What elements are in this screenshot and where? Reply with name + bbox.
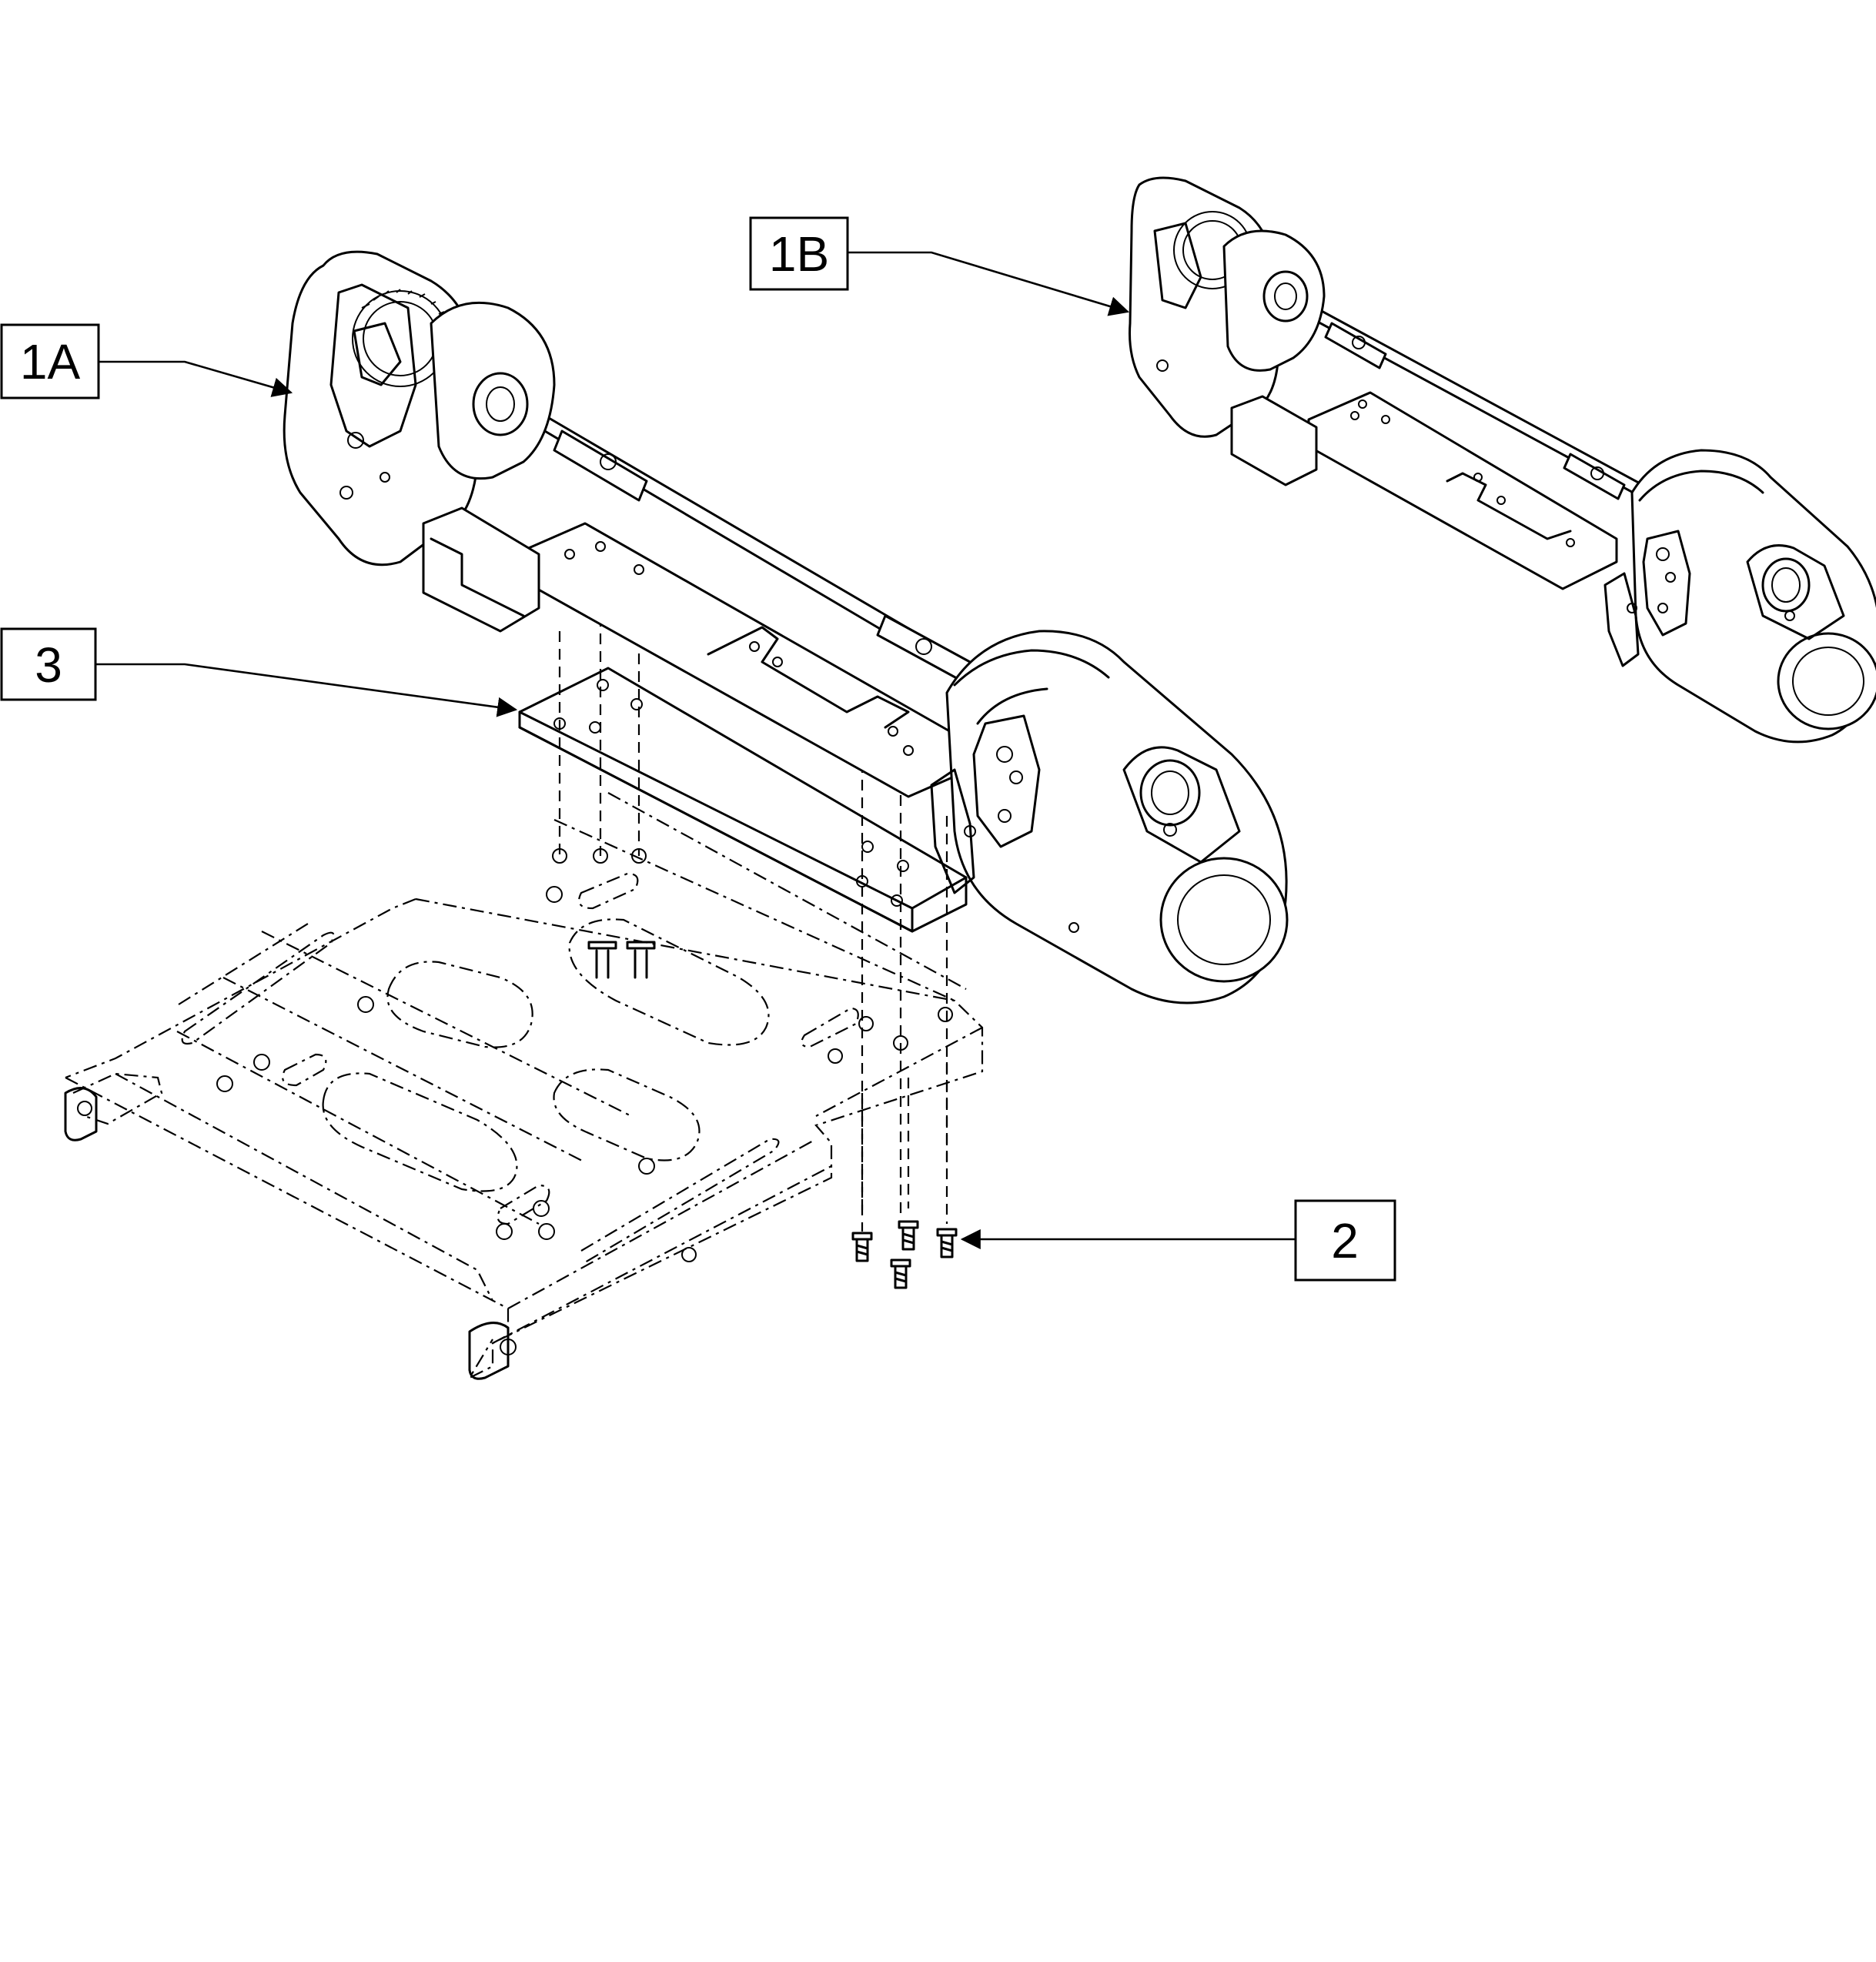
shaft-coupler bbox=[553, 430, 971, 683]
callout-1b: 1B bbox=[749, 216, 1130, 316]
motor-assembly-1b bbox=[1129, 176, 1653, 590]
callout-3: 3 bbox=[0, 627, 518, 717]
motor-assembly-1a bbox=[283, 250, 971, 798]
callout-3-label: 3 bbox=[35, 637, 62, 693]
plate-holes bbox=[216, 848, 953, 1262]
wheel-motor-1b-right bbox=[1603, 449, 1876, 744]
callout-1a: 1A bbox=[0, 323, 293, 399]
wheel-motor-1a-right bbox=[930, 630, 1289, 1004]
screws bbox=[851, 1220, 958, 1289]
plate-end-tab-left bbox=[64, 1087, 98, 1141]
callout-1a-label: 1A bbox=[20, 334, 81, 389]
callout-2-label: 2 bbox=[1331, 1213, 1359, 1268]
callout-2: 2 bbox=[960, 1199, 1396, 1282]
plate-end-tab-right bbox=[468, 1322, 517, 1380]
callout-1b-label: 1B bbox=[769, 226, 829, 282]
spacer-plate bbox=[518, 667, 968, 933]
plate-screws bbox=[587, 941, 656, 979]
